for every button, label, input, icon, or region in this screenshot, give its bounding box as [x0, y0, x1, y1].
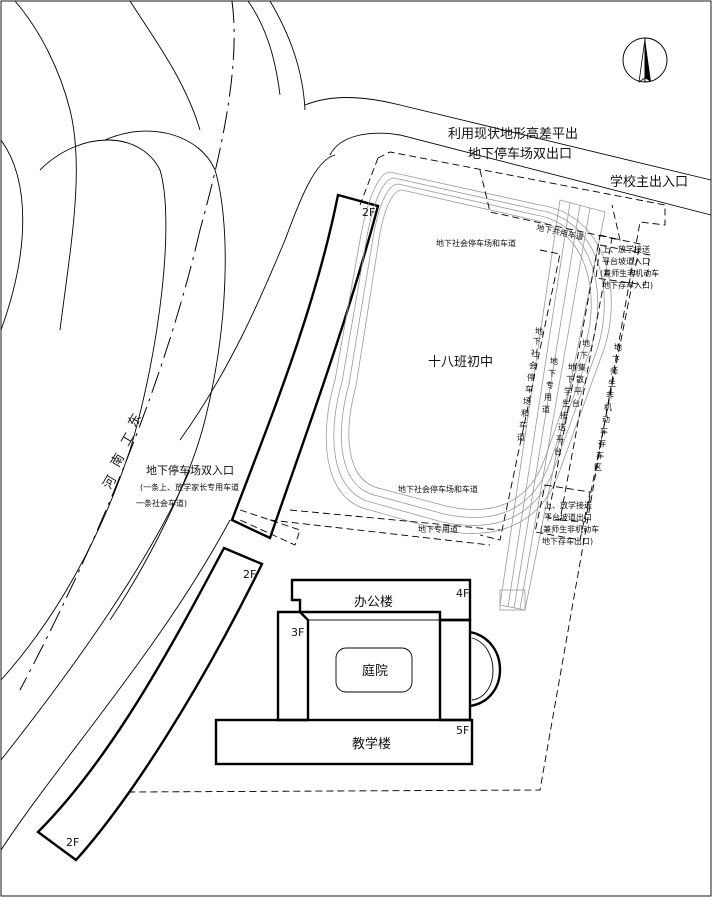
west-entrance-line-2: 一条社会车道) — [136, 498, 187, 508]
teacher-parking-v-9: 车 — [596, 450, 604, 460]
dedicated-road-v-3: 用 — [544, 393, 552, 402]
running-track — [325, 171, 612, 611]
teaching-building-label: 教学楼 — [352, 736, 391, 752]
river-char-3: 河 — [100, 473, 119, 492]
social-parking-v-1: 下 — [533, 337, 541, 346]
office-building-label: 办公楼 — [354, 595, 393, 610]
pickup-entrance-line-1: 平台坡道入口 — [602, 256, 650, 266]
main-gate-label: 学校主出入口 — [610, 174, 688, 190]
river-char-2: 南 — [108, 451, 128, 470]
social-parking-v-8: 车 — [519, 420, 527, 430]
dispersal-platform-v-5: 台 — [572, 398, 580, 408]
pickup-exit-line-1: 平台坡道出口 — [544, 512, 592, 522]
floor-teaching: 5F — [456, 724, 469, 737]
river-road-lines — [0, 0, 306, 851]
pickup-entrance-line-0: 上、放学接送 — [602, 244, 650, 254]
office-building — [290, 578, 472, 622]
dispersal-platform-vertical: 地 下 集 散 平 台 — [572, 338, 590, 408]
dedicated-road-v-4: 道 — [542, 404, 550, 414]
west-entrance-note: 地下停车场双入口 (一条上、放学家长专用车道 一条社会车道) — [136, 463, 239, 508]
dispersal-platform-v-0: 地 — [582, 338, 590, 348]
social-parking-v-6: 场 — [523, 397, 531, 406]
teacher-parking-v-10: 区 — [594, 463, 602, 472]
social-parking-v-5: 车 — [525, 384, 533, 394]
west-strip-building — [36, 193, 380, 862]
social-parking-top: 地下社会停车场和车道 — [436, 238, 516, 248]
teacher-parking-v-5: 机 — [604, 402, 612, 412]
student-platform-v-4: 接 — [560, 410, 568, 420]
exit-note-line-1: 利用现状地形高差平出 — [448, 126, 578, 142]
pickup-exit-line-0: 上、放学接送 — [544, 500, 592, 510]
student-platform-v-2: 学 — [564, 386, 572, 396]
social-parking-v-9: 道 — [517, 432, 525, 442]
social-parking-v-0: 地 — [535, 326, 543, 336]
floor-west-wing: 3F — [291, 626, 304, 639]
teacher-parking-v-0: 地 — [614, 342, 622, 352]
social-parking-vertical: 地 下 社 会 停 车 场 和 车 道 — [517, 326, 543, 442]
pickup-exit-line-2: (兼师生非机动车 — [540, 524, 599, 534]
underground-zones — [239, 169, 651, 546]
teacher-parking-v-6: 动 — [602, 414, 610, 424]
student-platform-vertical: 地 下 学 生 接 送 平 台 — [554, 362, 576, 456]
dispersal-platform-v-1: 下 — [580, 351, 588, 360]
pickup-exit-line-3: 地下存车出口) — [542, 536, 593, 546]
west-entrance-line-0: 地下停车场双入口 — [146, 463, 234, 477]
dedicated-road-bottom: 地下专用道 — [418, 524, 458, 534]
courtyard-label: 庭院 — [362, 663, 388, 679]
student-platform-v-0: 地 — [568, 362, 576, 372]
site-boundary — [129, 151, 666, 793]
teacher-parking-v-8: 存 — [598, 438, 606, 448]
pickup-entrance-line-3: 地下存车入口) — [602, 280, 653, 290]
dedicated-road-v-1: 下 — [548, 369, 556, 378]
exit-note-line-2: 地下停车场双出口 — [468, 146, 572, 162]
student-platform-v-1: 下 — [566, 375, 574, 384]
floor-strip-bottom: 2F — [66, 836, 79, 849]
teacher-parking-v-1: 下 — [612, 355, 620, 364]
dedicated-road-v-0: 地 — [550, 356, 558, 366]
student-platform-v-3: 生 — [562, 398, 570, 408]
social-parking-bottom: 地下社会停车场和车道 — [398, 484, 478, 494]
dispersal-platform-v-2: 集 — [578, 362, 586, 372]
student-platform-v-5: 送 — [558, 422, 566, 432]
underground-shared-road: 地下共用车道 — [536, 222, 585, 242]
social-parking-v-7: 和 — [521, 409, 529, 418]
dispersal-platform-v-4: 平 — [574, 387, 582, 396]
north-road — [179, 97, 712, 441]
teaching-building — [214, 718, 474, 766]
school-name: 十八班初中 — [428, 355, 493, 370]
pickup-entrance-note: 上、放学接送 平台坡道入口 (兼师生非机动车 地下存车入口) — [600, 244, 659, 290]
pickup-exit-note: 上、放学接送 平台坡道出口 (兼师生非机动车 地下存车出口) — [540, 500, 599, 546]
dispersal-platform-v-3: 散 — [576, 374, 584, 384]
floor-office: 4F — [456, 587, 469, 600]
student-platform-v-7: 台 — [554, 446, 562, 456]
dedicated-road-vertical: 地 下 专 用 道 — [542, 356, 558, 414]
river-char-0: 东 — [125, 411, 144, 430]
teacher-parking-v-2: 师 — [610, 366, 618, 376]
river-char-1: 工 — [118, 430, 137, 449]
teacher-parking-v-4: 非 — [606, 390, 614, 400]
west-entrance-line-1: (一条上、放学家长专用车道 — [140, 482, 239, 492]
east-wing — [438, 618, 502, 722]
north-arrow-icon — [622, 37, 668, 83]
teacher-parking-vertical: 地 下 师 生 非 机 动 车 存 车 区 — [594, 342, 622, 472]
teacher-parking-v-3: 生 — [608, 378, 616, 388]
student-platform-v-6: 平 — [556, 435, 564, 444]
social-parking-v-2: 社 — [531, 348, 539, 358]
dedicated-road-v-2: 专 — [546, 380, 554, 390]
teacher-parking-v-7: 车 — [600, 426, 608, 436]
social-parking-v-4: 停 — [527, 372, 535, 382]
floor-strip-mid: 2F — [243, 568, 256, 581]
floor-strip-top: 2F — [362, 206, 375, 219]
pickup-entrance-line-2: (兼师生非机动车 — [600, 268, 659, 278]
social-parking-v-3: 会 — [529, 360, 537, 370]
